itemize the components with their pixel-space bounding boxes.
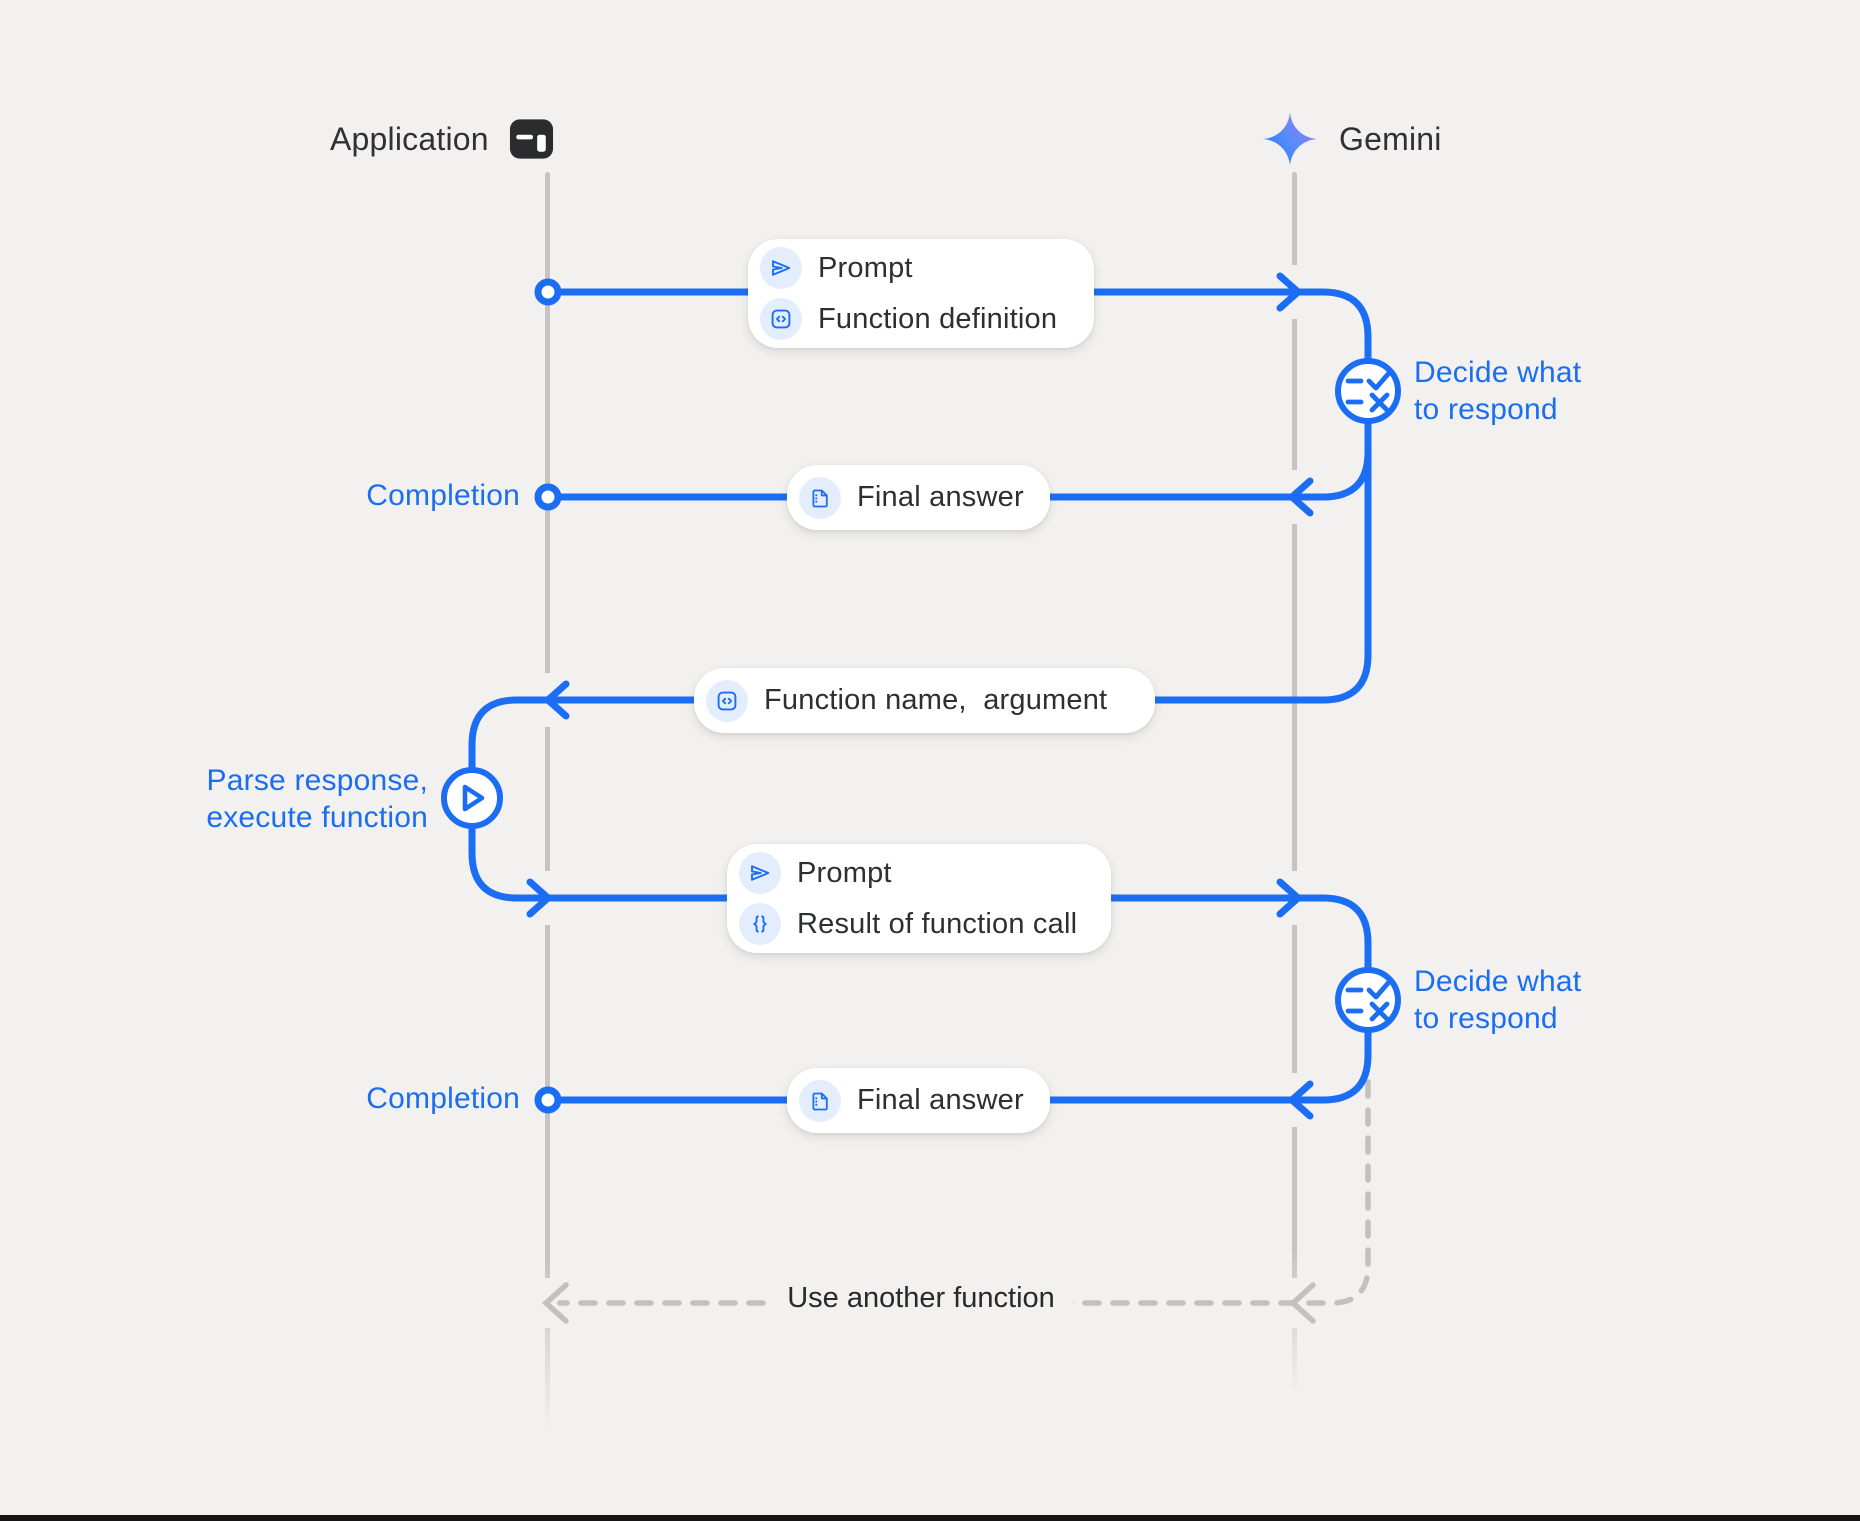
completion-label-1: Completion	[366, 479, 520, 512]
decide-label-line: to respond	[1414, 393, 1558, 426]
message-row: Final answer	[799, 476, 1024, 519]
use-another-function-path	[541, 1079, 1371, 1324]
send-icon	[760, 247, 802, 289]
completion-label-2: Completion	[366, 1082, 520, 1115]
gray-arrowhead-left-application	[541, 1282, 569, 1324]
application-lifeline	[545, 172, 550, 1434]
code-box-icon	[706, 679, 748, 722]
message-label: Function name, argument	[764, 684, 1108, 716]
decide-label-line: to respond	[1414, 1002, 1558, 1035]
message-row: Prompt	[760, 247, 1064, 289]
application-actor: Application	[330, 114, 555, 164]
decide-label-line: Decide what	[1414, 965, 1582, 998]
decide-label-2: Decide what to respond	[1414, 963, 1581, 1037]
arrowhead-right-into-gemini-2	[1276, 878, 1302, 918]
message-row: Function definition	[760, 298, 1064, 340]
arrowhead-left-into-application	[544, 680, 570, 720]
decide-label-1: Decide what to respond	[1414, 354, 1581, 428]
message-label: Prompt	[797, 856, 892, 889]
gray-arrowhead-left-gemini	[1288, 1282, 1316, 1324]
bottom-edge-bar	[0, 1515, 1860, 1521]
code-box-icon	[760, 298, 802, 340]
app-window-icon	[509, 119, 553, 159]
message-card-final-answer-1: Final answer	[787, 465, 1050, 530]
message-label: Result of function call	[797, 907, 1078, 940]
document-icon	[799, 1079, 841, 1122]
message-card-prompt-function-definition: Prompt Function definition	[748, 239, 1094, 348]
parse-label-line: execute function	[206, 801, 428, 834]
decide-label-line: Decide what	[1414, 356, 1582, 389]
document-icon	[799, 476, 841, 519]
message-label: Final answer	[857, 481, 1024, 513]
message-card-prompt-result: Prompt Result of function call	[727, 844, 1111, 953]
use-another-function-label: Use another function	[769, 1282, 1073, 1315]
arrowhead-right-into-gemini-1	[1276, 272, 1302, 312]
parse-execute-node	[441, 767, 503, 829]
message-label: Function definition	[818, 302, 1058, 335]
play-icon	[462, 784, 485, 812]
parse-execute-label: Parse response, execute function	[206, 762, 428, 836]
message-card-function-name-argument: Function name, argument	[694, 668, 1155, 733]
message-row: Result of function call	[739, 903, 1081, 945]
message-label: Final answer	[857, 1084, 1024, 1116]
lifeline-gap-masks	[541, 265, 1302, 1328]
gemini-lifeline	[1292, 172, 1297, 1396]
gemini-actor: Gemini	[1261, 110, 1442, 168]
message-row: Final answer	[799, 1079, 1024, 1122]
message-row: Prompt	[739, 852, 1081, 894]
completion-ring-2	[534, 1086, 562, 1114]
arrowhead-left-from-gemini-2	[1288, 1080, 1314, 1120]
arrowhead-right-from-application	[526, 878, 552, 918]
blue-arrowheads	[526, 272, 1314, 1120]
gemini-sparkle-icon	[1263, 112, 1317, 166]
completion-ring-1	[534, 483, 562, 511]
decide-list-check-icon	[1345, 370, 1392, 413]
parse-label-line: Parse response,	[206, 764, 428, 797]
prompt-origin-ring	[534, 278, 562, 306]
message-card-final-answer-2: Final answer	[787, 1068, 1050, 1133]
decide-node-1	[1335, 358, 1401, 424]
gemini-label: Gemini	[1339, 120, 1442, 157]
message-row: Function name, argument	[706, 679, 1125, 722]
message-label: Prompt	[818, 251, 913, 284]
origin-rings	[534, 278, 562, 1114]
application-label: Application	[330, 120, 489, 157]
decide-list-check-icon	[1345, 979, 1392, 1022]
arrowhead-left-from-gemini-1	[1288, 477, 1314, 517]
decide-node-2	[1335, 967, 1401, 1033]
send-icon	[739, 852, 781, 894]
braces-icon	[739, 903, 781, 945]
